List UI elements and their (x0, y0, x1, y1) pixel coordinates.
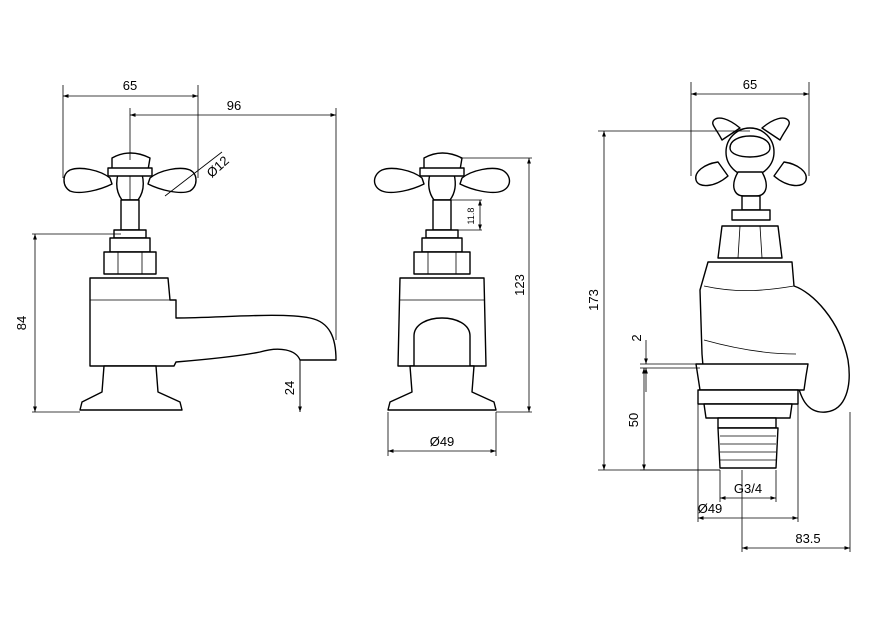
dim-profile-gap: 2 (629, 334, 644, 341)
profile-cross-handle (695, 117, 807, 197)
front-view: 65 96 Ø12 84 24 (14, 78, 337, 413)
side-view: 11.8 123 Ø49 (373, 152, 532, 456)
side-nut (413, 251, 471, 275)
dim-profile-width: 65 (743, 77, 757, 92)
front-body-spout (89, 277, 337, 367)
profile-flange (697, 389, 799, 405)
dim-front-reach: 96 (227, 98, 241, 113)
dim-side-base-dia: Ø49 (430, 434, 455, 449)
profile-spindle (741, 195, 761, 211)
dim-profile-thread: G3/4 (734, 481, 762, 496)
side-spout-opening (413, 317, 471, 366)
front-base (79, 365, 183, 411)
front-spindle (120, 199, 140, 231)
dim-profile-total-height: 173 (586, 289, 601, 311)
dim-profile-projection: 83.5 (795, 531, 820, 546)
dim-profile-shank-length: 50 (626, 413, 641, 427)
side-base (387, 365, 497, 411)
dim-front-handle-dia: Ø12 (204, 153, 232, 181)
dim-side-height: 123 (512, 274, 527, 296)
dim-front-height: 84 (14, 316, 29, 330)
dim-front-spout-height: 24 (282, 381, 297, 395)
profile-threaded-shank (717, 427, 779, 469)
front-cross-handle (63, 152, 197, 201)
side-cross-handle (373, 152, 511, 201)
dim-side-spindle: 11.8 (466, 208, 476, 225)
side-spindle (432, 199, 452, 231)
profile-view: 65 173 2 50 G3/4 Ø49 83.5 (586, 77, 851, 552)
dim-front-width: 65 (123, 78, 137, 93)
front-nut (103, 251, 157, 275)
profile-nut (717, 225, 783, 259)
dim-profile-base-dia: Ø49 (698, 501, 723, 516)
